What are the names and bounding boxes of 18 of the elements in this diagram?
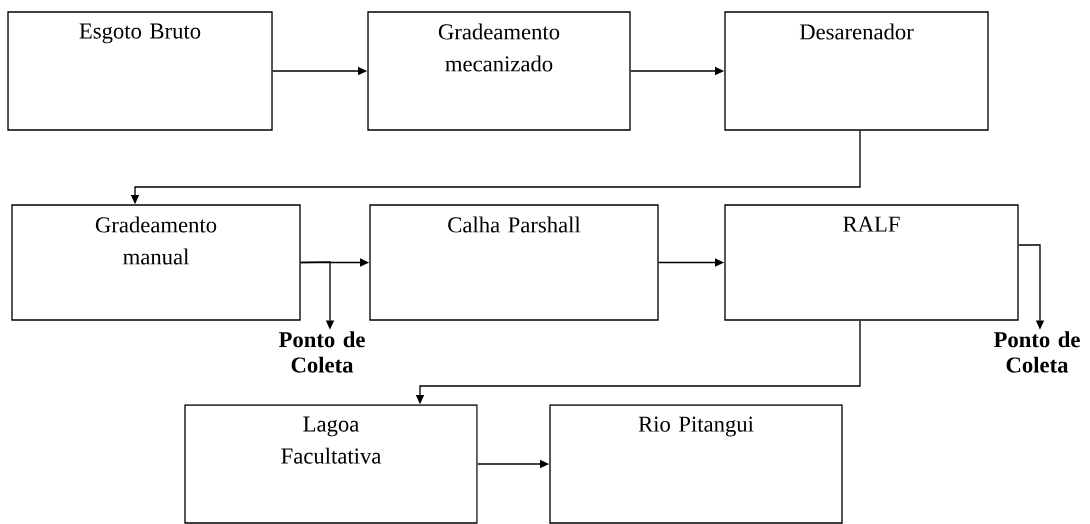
box-label: Gradeamento mecanizado [438, 23, 560, 72]
point-label: Ponto de Coleta [278, 331, 365, 373]
box-label: Desarenador [799, 23, 914, 40]
process-box [184, 404, 478, 524]
process-box [11, 204, 301, 321]
box-label: Lagoa Facultativa [281, 416, 382, 464]
process-box [724, 11, 989, 131]
point-label: Ponto de Coleta [993, 331, 1080, 373]
process-box [7, 11, 273, 131]
box-label: Gradeamento manual [95, 216, 217, 265]
process-box [367, 11, 631, 131]
process-box [724, 204, 1019, 321]
process-box [549, 404, 843, 524]
process-box [369, 204, 659, 321]
box-label: RALF [843, 216, 900, 232]
box-label: Calha Parshall [448, 216, 581, 233]
box-label: Esgoto Bruto [79, 23, 201, 44]
box-label: Rio Pitangui [638, 416, 754, 437]
